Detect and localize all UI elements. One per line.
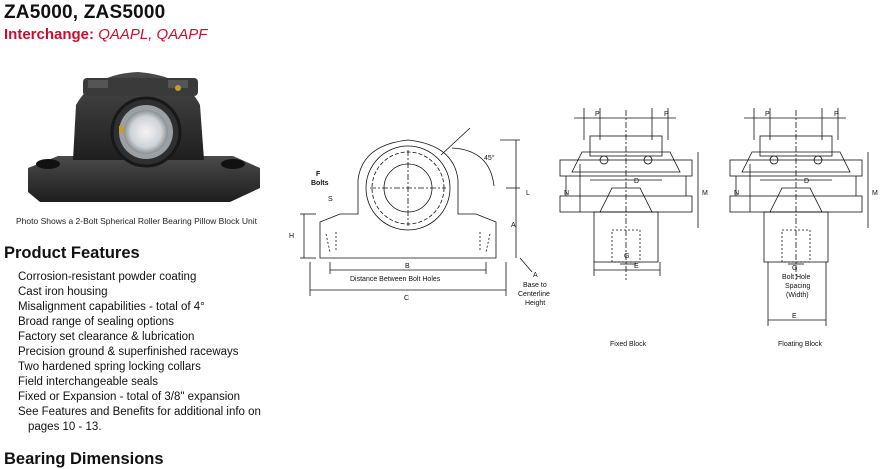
fixed-label-p2: P [664,111,669,118]
floating-block-caption: Floating Block [778,341,822,348]
label-l: L [526,190,530,197]
feature-item: Field interchangeable seals [18,376,159,388]
feature-item: Broad range of sealing options [18,316,174,328]
fixed-label-p1: P [595,111,600,118]
label-distance: Distance Between Bolt Holes [350,276,441,283]
fixed-label-e: E [634,263,639,270]
label-a-mark: A [533,272,538,279]
interchange-values: QAAPL, QAAPF [98,26,208,43]
label-f: F [316,171,321,178]
label-a-note-1: Base to [523,282,547,289]
feature-item: Fixed or Expansion - total of 3/8" expan… [18,391,241,403]
fixed-label-m: M [702,190,708,197]
interchange-label: Interchange: [4,26,95,43]
floating-label-p2: P [834,111,839,118]
feature-item: See Features and Benefits for additional… [18,406,261,418]
label-c: C [404,295,409,302]
feature-item: Misalignment capabilities - total of 4° [18,301,205,313]
label-h: H [289,233,294,240]
fixed-label-n: N [564,190,569,197]
feature-item: Precision ground & superfinished raceway… [18,346,239,358]
label-s: S [328,196,333,203]
label-a-note-3: Height [525,300,545,307]
floating-label-n: N [734,190,739,197]
label-b: B [405,263,410,270]
product-features-heading: Product Features [4,244,140,262]
label-angle: 45° [484,154,495,162]
feature-item: Corrosion-resistant powder coating [18,271,197,283]
fixed-label-g: G [624,253,629,260]
floating-label-e: E [792,313,797,320]
front-view-drawing [300,127,533,296]
feature-item: Factory set clearance & lubrication [18,331,195,343]
floating-label-d: D [804,178,809,185]
floating-bolt-3: (Width) [786,292,809,299]
label-bolts: Bolts [311,180,329,187]
bearing-dimensions-heading: Bearing Dimensions [4,450,164,468]
floating-label-g: G [792,265,797,272]
fixed-label-d: D [634,178,639,185]
floating-label-m: M [872,190,878,197]
product-photo [28,72,260,202]
label-a: A [511,222,516,229]
floating-bolt-2: Spacing [785,283,810,290]
page-title: ZA5000, ZAS5000 [4,2,166,23]
feature-item: pages 10 - 13. [28,421,102,433]
feature-item: Cast iron housing [18,286,108,298]
product-features-list: Corrosion-resistant powder coating Cast … [18,270,261,435]
feature-item: Two hardened spring locking collars [18,361,201,373]
interchange-line: Interchange: QAAPL, QAAPF [4,26,207,43]
fixed-block-drawing [559,108,699,280]
photo-caption: Photo Shows a 2-Bolt Spherical Roller Be… [16,216,257,226]
floating-block-drawing [729,108,869,326]
fixed-block-caption: Fixed Block [610,341,647,348]
floating-bolt-1: Bolt Hole [782,274,811,281]
label-a-note-2: Centerline [518,291,550,298]
floating-label-p1: P [765,111,770,118]
